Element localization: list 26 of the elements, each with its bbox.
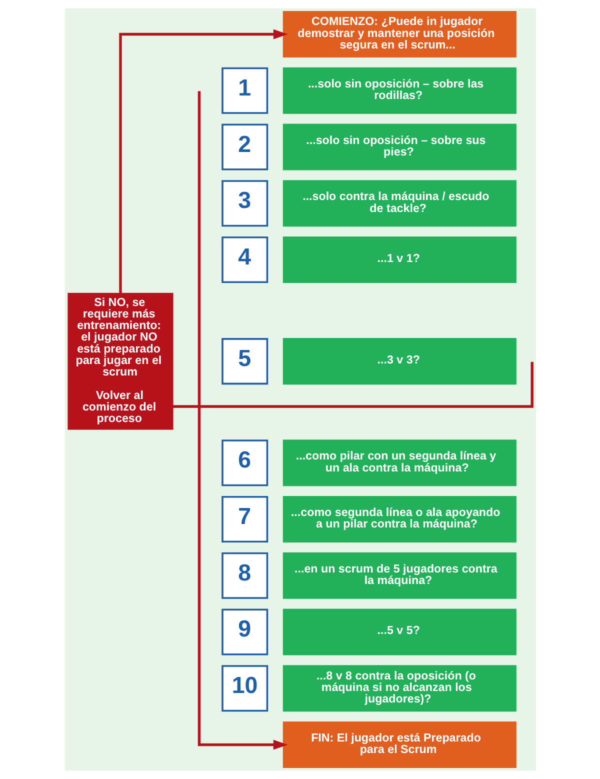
node-box: FIN: El jugador está Preparado para el Scrum [282, 721, 516, 768]
node-box: COMIENZO: ¿Puede in jugador demostrar y mantener una posición segura en el scrum... [282, 11, 516, 58]
node-box: ...solo contra la máquina / escudo de tackle? [282, 180, 516, 227]
node-box: ...1 v 1? [282, 236, 516, 284]
arrow [118, 29, 288, 294]
node-box: ...como segunda línea o ala apoyando a un pilar contra la máquina? [282, 496, 516, 543]
node-box: ...5 v 5? [282, 608, 516, 656]
node-box: ...solo sin oposición – sobre sus pies? [282, 124, 516, 170]
node-box: 4 [221, 236, 268, 284]
node-box: ...3 v 3? [282, 338, 516, 385]
node-box: Si NO, se requiere más entrenamiento: el jugador NO está preparado para jugar en el scrum Volver al comienzo del proceso [67, 292, 173, 430]
node-box: ...8 v 8 contra la oposición (o máquina si no alcanzan los jugadores)? [282, 665, 516, 712]
node-box: 6 [221, 440, 268, 486]
node-box: 1 [221, 67, 268, 114]
node-box: 3 [221, 180, 268, 227]
node-box: ...solo sin oposición – sobre las rodillas? [282, 67, 516, 114]
node-box: 8 [221, 552, 268, 599]
node-box: 10 [221, 665, 268, 712]
node-box: 2 [221, 124, 268, 170]
node-box: ...en un scrum de 5 jugadores contra la máquina? [282, 552, 516, 599]
arrow [197, 91, 288, 750]
node-box: 9 [221, 608, 268, 656]
connector [172, 362, 533, 408]
node-box: 5 [221, 338, 268, 385]
node-box: ...como pilar con un segunda línea y un ala contra la máquina? [282, 440, 516, 486]
node-box: 7 [221, 496, 268, 543]
